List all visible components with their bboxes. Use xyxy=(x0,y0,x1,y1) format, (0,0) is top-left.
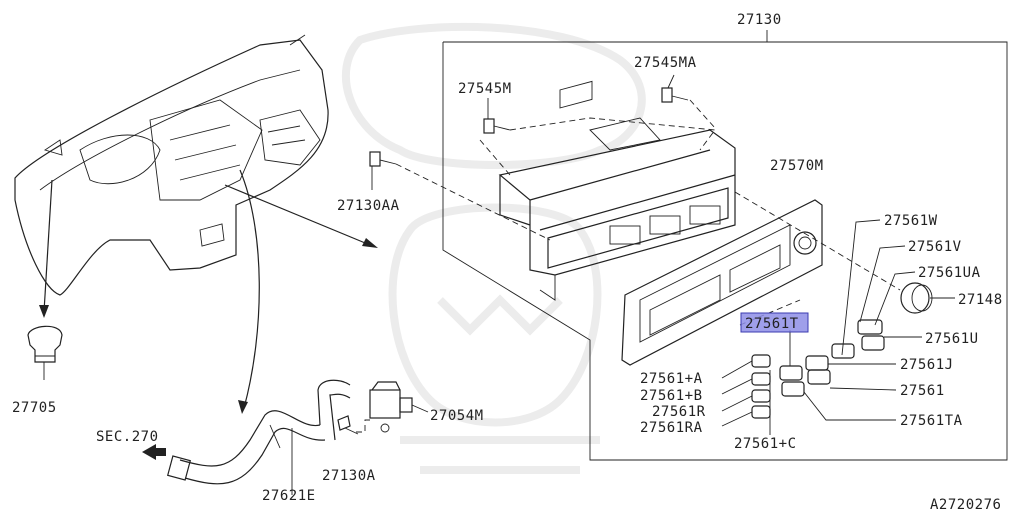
section-reference: SEC.270 xyxy=(96,429,159,445)
label-27561U: 27561U xyxy=(925,331,979,347)
leader-lines xyxy=(721,150,955,435)
clip-27705 xyxy=(27,325,63,380)
leader-dash-to-unit xyxy=(224,184,371,246)
label-27561R: 27561R xyxy=(652,404,706,420)
label-27561: 27561 xyxy=(900,383,945,399)
label-27130AA: 27130AA xyxy=(337,198,400,214)
arrow-dash-to-hose xyxy=(238,400,248,414)
aspirator-hose-27621E xyxy=(166,379,351,495)
screw-27545MA xyxy=(661,74,689,103)
label-27561-plus-C: 27561+C xyxy=(734,436,797,452)
dashed-guides xyxy=(395,99,901,326)
arrow-sec-270 xyxy=(142,444,166,460)
screw-27130AA xyxy=(369,151,397,190)
button-cluster xyxy=(751,319,885,419)
sensor-27054M xyxy=(369,381,429,433)
label-27561V: 27561V xyxy=(908,239,962,255)
label-27054M: 27054M xyxy=(430,408,484,424)
label-27148: 27148 xyxy=(958,292,1003,308)
label-27130: 27130 xyxy=(737,12,782,28)
leader-27705 xyxy=(43,179,53,313)
arrow-27705 xyxy=(39,305,49,318)
arrow-dash-to-unit xyxy=(362,238,378,248)
screw-27130A xyxy=(337,415,372,435)
label-27570M: 27570M xyxy=(770,158,824,174)
diagram-code: A2720276 xyxy=(930,497,1001,511)
label-27561UA: 27561UA xyxy=(918,265,981,281)
face-panel-27570M xyxy=(621,199,823,366)
label-27561T: 27561T xyxy=(745,316,799,332)
label-27561-plus-B: 27561+B xyxy=(640,388,703,404)
screw-27545M xyxy=(483,98,511,134)
label-27621E: 27621E xyxy=(262,488,316,504)
dashboard-drawing xyxy=(14,34,329,296)
label-27545M: 27545M xyxy=(458,81,512,97)
label-27561J: 27561J xyxy=(900,357,954,373)
label-27561W: 27561W xyxy=(884,213,938,229)
highlight-27561T xyxy=(740,312,809,333)
watermark-emblem xyxy=(341,22,646,474)
control-unit-27130 xyxy=(498,80,736,301)
label-27561RA: 27561RA xyxy=(640,420,703,436)
label-27561TA: 27561TA xyxy=(900,413,963,429)
label-27545MA: 27545MA xyxy=(634,55,697,71)
label-27561-plus-A: 27561+A xyxy=(640,371,703,387)
knob-27148 xyxy=(900,282,933,314)
assembly-outline xyxy=(442,30,1008,461)
label-27130A: 27130A xyxy=(322,468,376,484)
leader-dash-to-hose xyxy=(239,169,260,409)
label-27705: 27705 xyxy=(12,400,57,416)
